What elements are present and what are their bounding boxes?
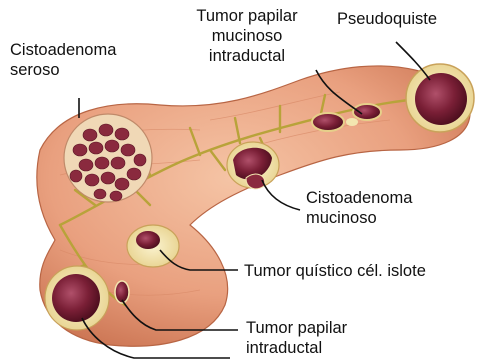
label-line: mucinoso	[306, 208, 412, 228]
label-cistoadenoma-mucinoso: Cistoadenoma mucinoso	[306, 188, 412, 228]
label-line: Cistoadenoma	[306, 188, 412, 208]
label-tumor-papilar-mucinoso: Tumor papilar mucinoso intraductal	[176, 6, 318, 66]
label-line: intraductal	[246, 338, 347, 358]
label-line: intraductal	[176, 46, 318, 66]
label-line: Tumor papilar	[176, 6, 318, 26]
label-line: Pseudoquiste	[337, 9, 437, 29]
mucinous-cystadenoma-mark	[227, 142, 279, 189]
pseudocyst-mark	[406, 64, 474, 132]
label-pseudoquiste: Pseudoquiste	[337, 9, 437, 29]
label-tumor-papilar-intraductal: Tumor papilar intraductal	[246, 318, 347, 358]
label-line: mucinoso	[176, 26, 318, 46]
label-line: seroso	[10, 60, 116, 80]
serous-cystadenoma-mark	[64, 114, 152, 202]
head-cyst-mark	[45, 266, 109, 330]
label-line: Cistoadenoma	[10, 40, 116, 60]
intraductal-papillary-mark	[115, 281, 129, 303]
label-line: Tumor papilar	[246, 318, 347, 338]
label-line: Tumor quístico cél. islote	[244, 261, 426, 281]
label-tumor-quistico: Tumor quístico cél. islote	[244, 261, 426, 281]
label-cistoadenoma-seroso: Cistoadenoma seroso	[10, 40, 116, 80]
